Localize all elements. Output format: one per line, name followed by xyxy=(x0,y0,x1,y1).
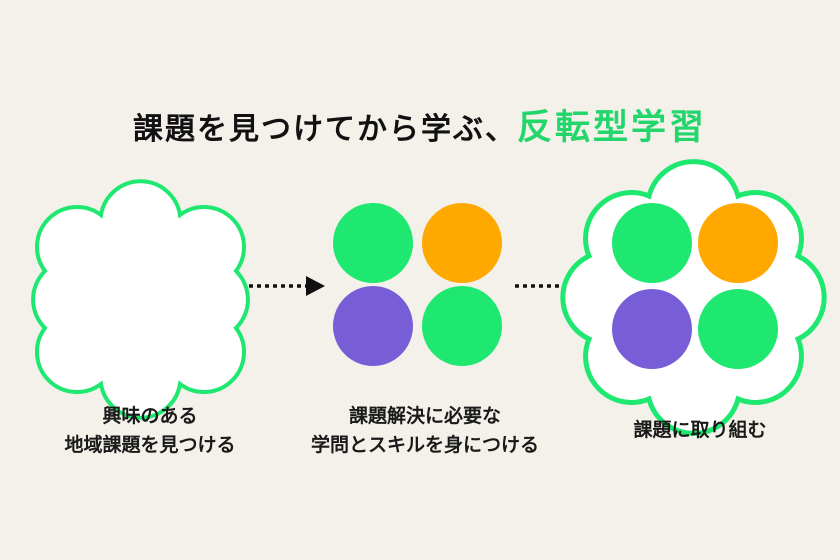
circle-orange-top-right xyxy=(698,203,778,283)
clover-outline xyxy=(560,159,827,436)
step1-caption-line1: 興味のある xyxy=(102,405,198,427)
step1-caption: 興味のある 地域課題を見つける xyxy=(40,402,260,460)
step3-caption-line1: 課題に取り組む xyxy=(633,419,767,441)
step1-caption-line2: 地域課題を見つける xyxy=(64,434,236,456)
clover-outline xyxy=(31,179,250,420)
title-accent-text: 反転型学習 xyxy=(516,108,707,148)
step2-caption-line2: 学問とスキルを身につける xyxy=(310,434,539,456)
step2-caption: 課題解決に必要な 学問とスキルを身につける xyxy=(300,402,550,460)
step3-filled-clover xyxy=(560,159,827,436)
circle-green-top-left xyxy=(333,203,413,283)
circle-green-bottom-right xyxy=(698,289,778,369)
title-main-text: 課題を見つけてから学ぶ、 xyxy=(132,112,517,147)
page-title: 課題を見つけてから学ぶ、反転型学習 xyxy=(0,108,840,150)
circle-purple-bottom-left xyxy=(612,289,692,369)
step2-caption-line1: 課題解決に必要な xyxy=(348,405,501,427)
circle-green-bottom-right xyxy=(422,286,502,366)
circle-purple-bottom-left xyxy=(333,286,413,366)
arrow-1 xyxy=(249,276,325,296)
step1-clover-outline xyxy=(31,179,250,420)
arrow-head xyxy=(306,276,325,296)
circle-green-top-left xyxy=(612,203,692,283)
step3-caption: 課題に取り組む xyxy=(590,416,810,445)
step2-circles xyxy=(333,203,502,366)
circle-orange-top-right xyxy=(422,203,502,283)
